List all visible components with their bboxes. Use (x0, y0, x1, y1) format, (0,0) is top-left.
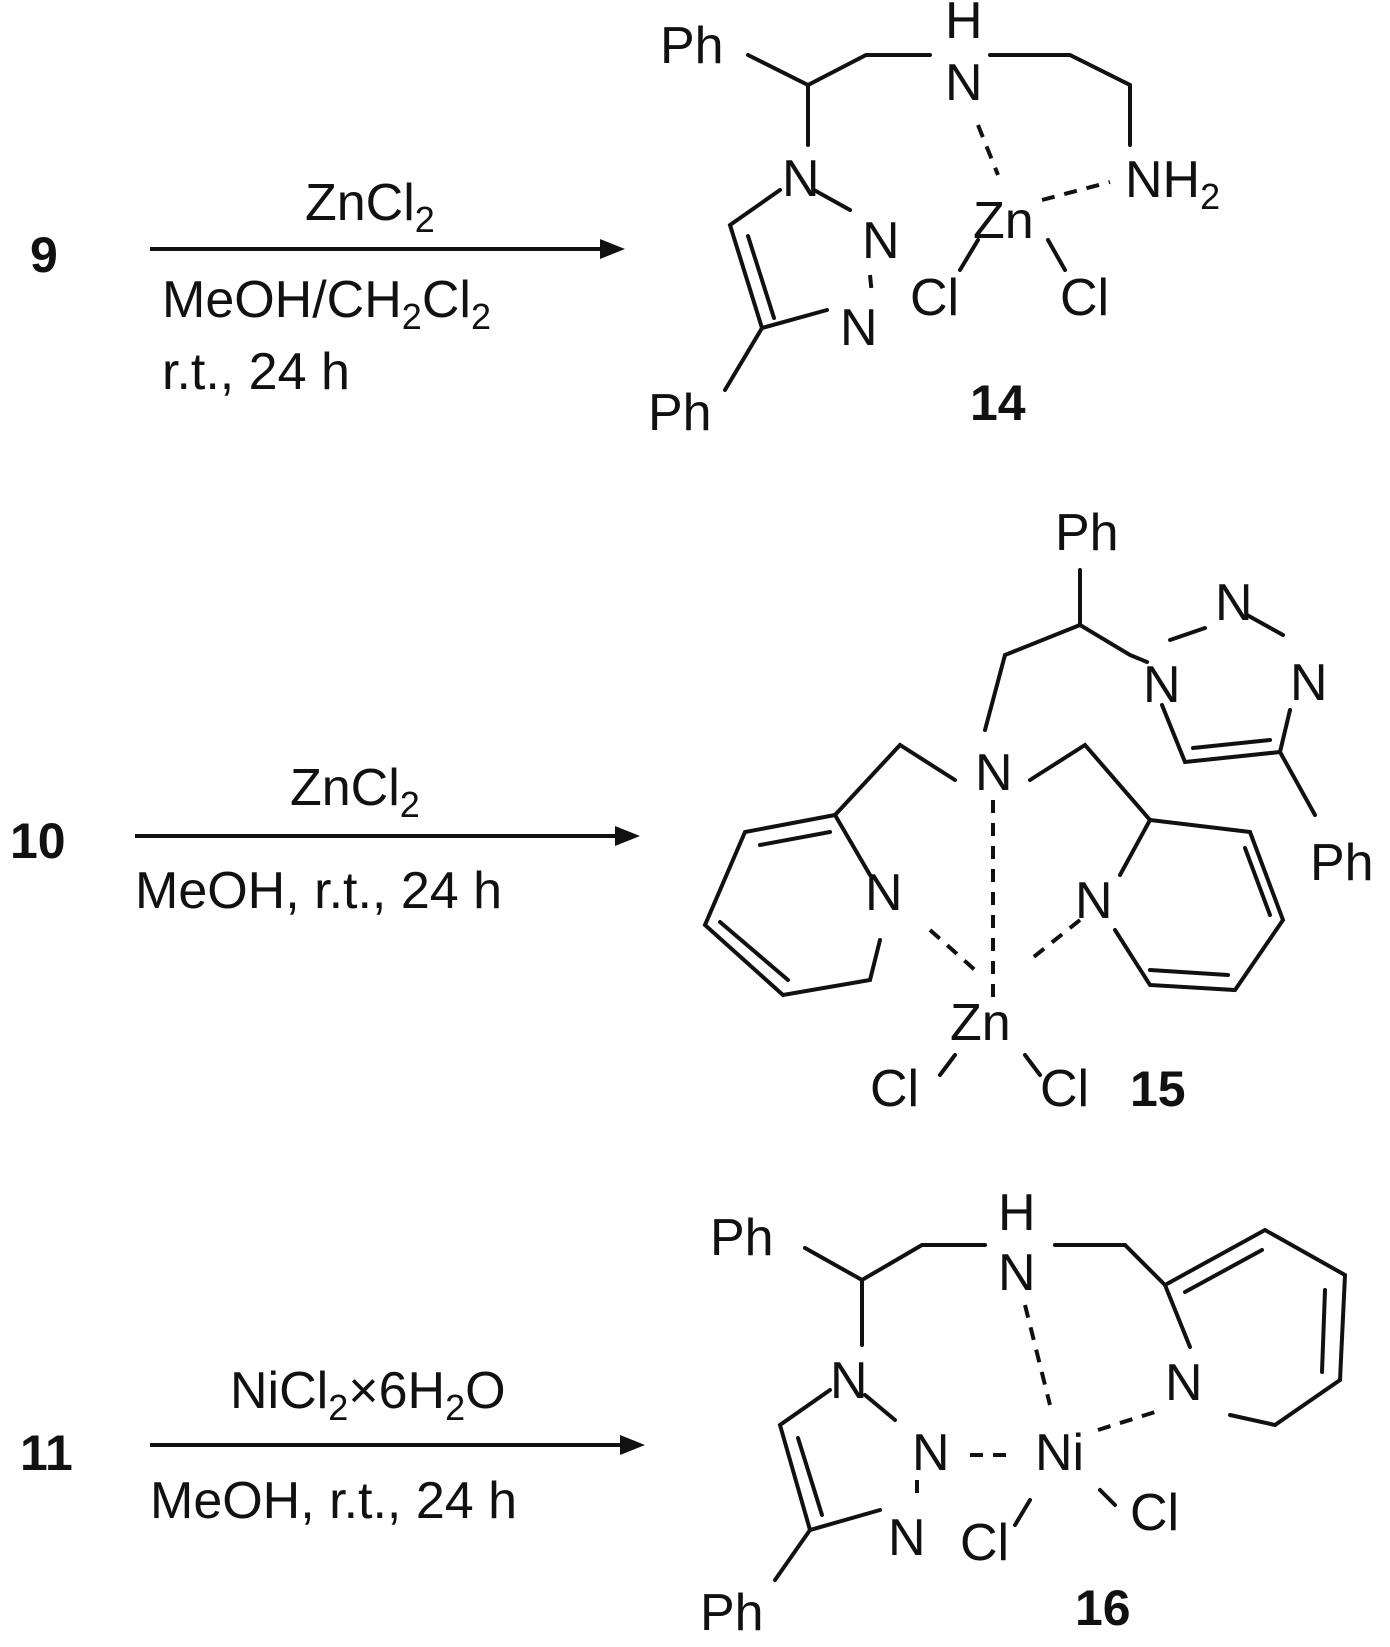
arrowhead (620, 1435, 645, 1455)
atom-label: Ph (1310, 834, 1374, 892)
atom-label: N (1165, 1354, 1203, 1412)
atom-label: Cl (1060, 269, 1109, 327)
atom-label: N (865, 864, 903, 922)
atom-label: Zn (950, 994, 1011, 1052)
atom-label: Cl (910, 269, 959, 327)
product-15-structure: Ph N N N N N N Zn Cl Cl Ph (702, 504, 1374, 1118)
reagent-text: NiCl2×6H2O (230, 1362, 506, 1428)
atom-label: N (945, 54, 983, 112)
conditions-line-1: MeOH, r.t., 24 h (150, 1472, 517, 1530)
conditions-line-2: r.t., 24 h (162, 343, 350, 401)
atom-label: Ph (1055, 504, 1119, 562)
atom-label: N (782, 150, 820, 208)
conditions-line-1: MeOH, r.t., 24 h (135, 862, 502, 920)
reagent-text: ZnCl2 (305, 174, 435, 240)
atom-label: Ph (648, 384, 712, 442)
atom-label: Ph (700, 1584, 764, 1642)
product-14-structure: Ph H N N N N Zn NH2 Cl Cl Ph (648, 0, 1220, 442)
atom-label: N (975, 744, 1013, 802)
atom-label: N (840, 299, 878, 357)
reactant-label: 11 (20, 1425, 73, 1481)
reaction-1: 9 ZnCl2 MeOH/CH2Cl2 r.t., 24 h Ph H N N … (30, 0, 1220, 442)
atom-label: N (1143, 656, 1181, 714)
arrowhead (615, 826, 640, 846)
atom-label: Zn (973, 192, 1034, 250)
reaction-3: 11 NiCl2×6H2O MeOH, r.t., 24 h Ph H N N (20, 1184, 1348, 1642)
atom-label: Ni (1035, 1424, 1084, 1482)
reactant-label: 10 (10, 813, 66, 869)
product-label: 16 (1075, 1580, 1131, 1636)
product-label: 15 (1130, 1061, 1186, 1117)
arrowhead (600, 239, 625, 259)
atom-label: N (888, 1509, 926, 1567)
atom-label: Cl (960, 1514, 1009, 1572)
atom-label: N (830, 1352, 868, 1410)
atom-label: NH2 (1125, 151, 1220, 217)
atom-label: Ph (710, 1209, 774, 1267)
atom-label: N (1075, 872, 1113, 930)
atom-label: N (862, 212, 900, 270)
product-16-structure: Ph H N N N N N Ni Cl Cl Ph (700, 1184, 1348, 1642)
atom-label: N (912, 1424, 950, 1482)
reagent-text: ZnCl2 (290, 759, 420, 825)
atom-label: H (998, 1184, 1036, 1242)
reactant-label: 9 (30, 227, 58, 283)
atom-label: N (1215, 574, 1253, 632)
conditions-line-1: MeOH/CH2Cl2 (162, 271, 491, 337)
atom-label: Ph (660, 17, 724, 75)
atom-label: H (945, 0, 983, 50)
atom-label: Cl (1130, 1484, 1179, 1542)
product-label: 14 (970, 375, 1026, 431)
reaction-2: 10 ZnCl2 MeOH, r.t., 24 h Ph (10, 504, 1374, 1118)
atom-label: N (1290, 654, 1328, 712)
atom-label: Cl (1040, 1060, 1089, 1118)
atom-label: Cl (870, 1060, 919, 1118)
atom-label: N (998, 1244, 1036, 1302)
